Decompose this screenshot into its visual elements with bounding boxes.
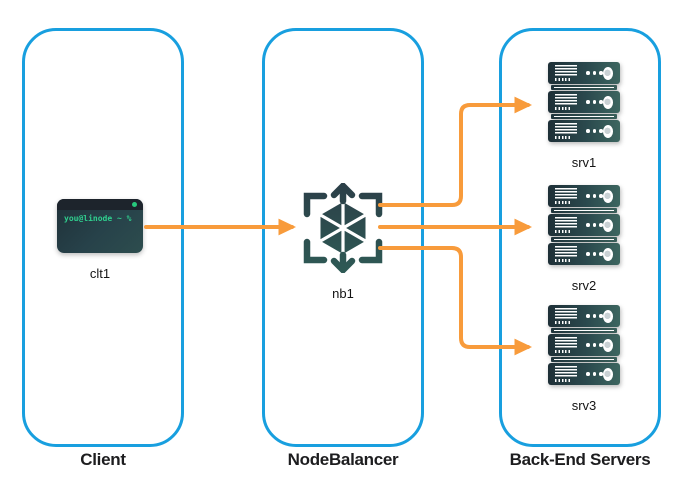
client-group-label: Client: [80, 450, 126, 469]
server-node-srv3: srv3: [548, 305, 620, 413]
rack-divider: [551, 85, 617, 90]
server-node-srv1: srv1: [548, 62, 620, 170]
server-node-label: srv3: [571, 398, 597, 413]
led-dots-icon: [586, 194, 603, 198]
terminal-icon: you@linode ~ %: [57, 199, 143, 253]
client-node-label: clt1: [89, 266, 111, 281]
led-dots-icon: [586, 71, 603, 75]
nodebalancer-node: nb1: [298, 183, 388, 301]
server-rack-icon: [548, 185, 620, 265]
server-unit: [548, 62, 620, 84]
vent-icon: [555, 94, 577, 110]
server-unit: [548, 185, 620, 207]
rack-divider: [551, 357, 617, 362]
knob-icon: [602, 338, 613, 352]
rack-divider: [551, 208, 617, 213]
vent-icon: [555, 188, 577, 204]
led-dots-icon: [586, 223, 603, 227]
led-dots-icon: [586, 252, 603, 256]
server-node-srv2: srv2: [548, 185, 620, 293]
vent-icon: [555, 308, 577, 324]
server-unit: [548, 214, 620, 236]
client-node: you@linode ~ % clt1: [57, 199, 143, 281]
vent-icon: [555, 123, 577, 139]
server-unit: [548, 334, 620, 356]
server-unit: [548, 363, 620, 385]
rack-divider: [551, 328, 617, 333]
server-node-label: srv1: [571, 155, 597, 170]
rack-divider: [551, 114, 617, 119]
server-rack-icon: [548, 305, 620, 385]
knob-icon: [602, 66, 613, 80]
knob-icon: [602, 124, 613, 138]
terminal-prompt-text: you@linode ~ %: [64, 214, 132, 223]
led-dots-icon: [586, 314, 603, 318]
knob-icon: [602, 95, 613, 109]
vent-icon: [555, 337, 577, 353]
server-node-label: srv2: [571, 278, 597, 293]
knob-icon: [602, 189, 613, 203]
server-unit: [548, 243, 620, 265]
led-dots-icon: [586, 129, 603, 133]
vent-icon: [555, 217, 577, 233]
vent-icon: [555, 246, 577, 262]
vent-icon: [555, 65, 577, 81]
knob-icon: [602, 247, 613, 261]
backend-group-label: Back-End Servers: [509, 450, 651, 469]
server-rack-icon: [548, 62, 620, 142]
led-dots-icon: [586, 100, 603, 104]
knob-icon: [602, 367, 613, 381]
knob-icon: [602, 218, 613, 232]
terminal-titlebar: [57, 199, 143, 210]
rack-divider: [551, 237, 617, 242]
nodebalancer-icon: [303, 183, 383, 273]
led-dots-icon: [586, 343, 603, 347]
knob-icon: [602, 309, 613, 323]
nodebalancer-group-label: NodeBalancer: [287, 450, 399, 469]
server-unit: [548, 91, 620, 113]
nodebalancer-node-label: nb1: [332, 286, 354, 301]
server-unit: [548, 120, 620, 142]
vent-icon: [555, 366, 577, 382]
terminal-status-dot: [132, 202, 137, 207]
server-unit: [548, 305, 620, 327]
led-dots-icon: [586, 372, 603, 376]
